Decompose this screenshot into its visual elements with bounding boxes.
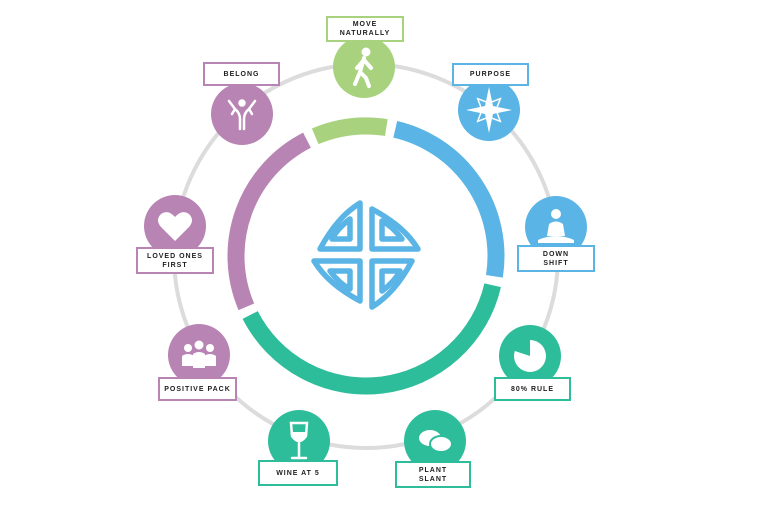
label-purpose: PURPOSE bbox=[452, 63, 529, 86]
label-wine-at-5: WINE AT 5 bbox=[258, 460, 338, 486]
label-move-naturally: MOVE NATURALLY bbox=[326, 16, 404, 42]
label-positive-pack: POSITIVE PACK bbox=[158, 377, 237, 401]
walking-person-icon bbox=[333, 36, 395, 98]
inner-ring bbox=[227, 117, 505, 395]
heart-icon bbox=[144, 195, 206, 257]
inner-arc-purple bbox=[227, 132, 311, 311]
group-people-icon bbox=[168, 324, 230, 386]
label-down-shift: DOWN SHIFT bbox=[517, 245, 595, 272]
label-80-rule: 80% RULE bbox=[494, 377, 571, 401]
inner-arc-teal bbox=[242, 283, 501, 395]
pie-chart-icon bbox=[499, 325, 561, 387]
hands-icon bbox=[211, 83, 273, 145]
compass-star-icon bbox=[458, 79, 520, 141]
label-loved-ones-first: LOVED ONES FIRST bbox=[136, 247, 214, 274]
inner-arc-green bbox=[311, 117, 388, 145]
inner-arc-blue bbox=[393, 121, 505, 278]
label-belong: BELONG bbox=[203, 62, 280, 86]
label-plant-slant: PLANT SLANT bbox=[395, 461, 471, 488]
blue-zones-logo-icon bbox=[311, 200, 421, 310]
